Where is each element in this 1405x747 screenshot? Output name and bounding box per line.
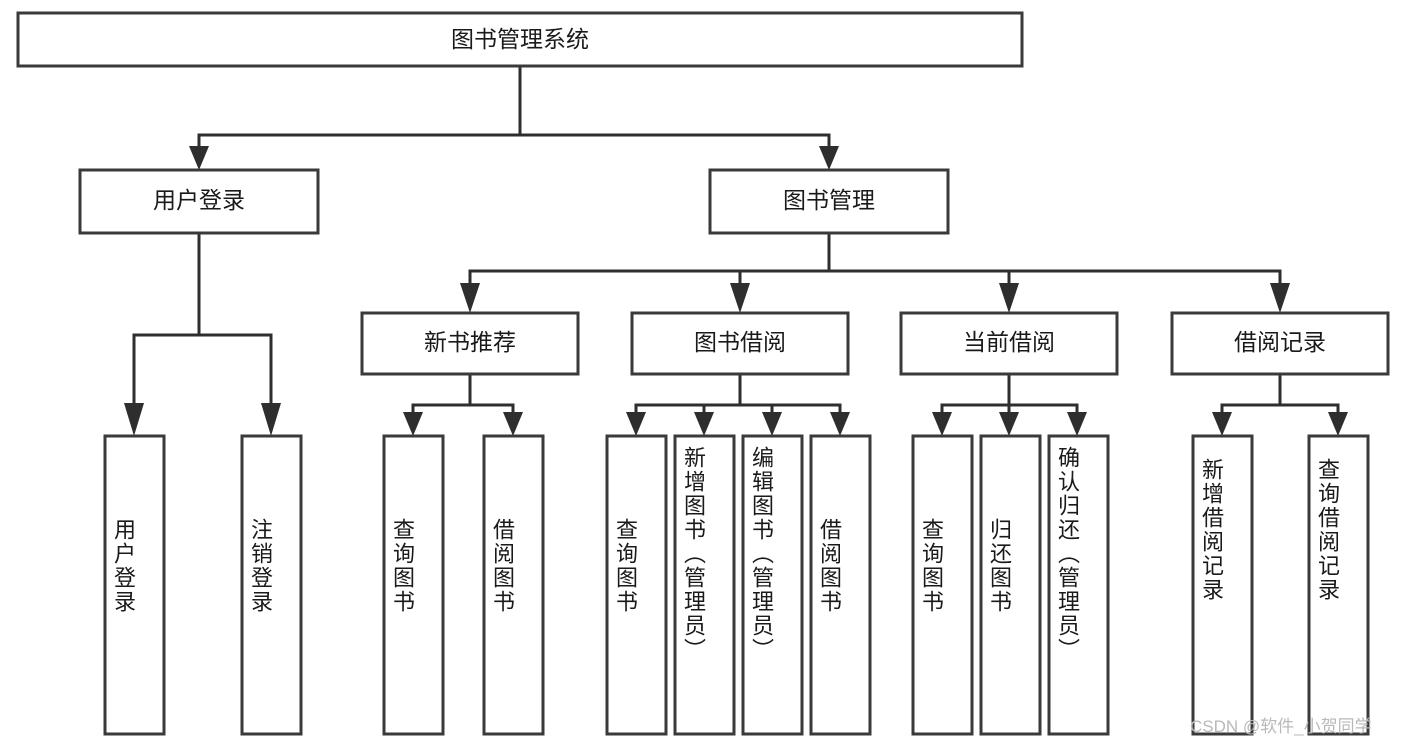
- arrow-to-new-book-recommend: [460, 283, 480, 313]
- arrow-to-borrow-record: [1270, 283, 1290, 313]
- node-box-new-book-recommend[interactable]: [360, 311, 580, 376]
- arrow-to-current-borrow: [999, 283, 1019, 313]
- node-label-book-management: 图书管理: [783, 187, 875, 213]
- node-box-leaf-query-book-1[interactable]: [382, 434, 445, 736]
- node-box-leaf-return-book[interactable]: [979, 434, 1042, 736]
- node-box-leaf-borrow-book-1[interactable]: [482, 434, 545, 736]
- node-box-leaf-edit-book[interactable]: [741, 434, 804, 736]
- arrow-to-leaf-confirm-return: [1067, 412, 1087, 436]
- arrow-to-leaf-logout-login: [261, 403, 281, 436]
- node-box-book-borrow[interactable]: [630, 311, 850, 376]
- arrow-to-leaf-borrow-book-2: [830, 412, 850, 436]
- node-box-leaf-query-book-2[interactable]: [605, 434, 668, 736]
- node-box-leaf-logout-login[interactable]: [240, 434, 303, 736]
- node-box-leaf-confirm-return[interactable]: [1047, 434, 1110, 736]
- csdn-watermark: CSDN @软件_小贺同学: [1190, 717, 1372, 736]
- arrow-to-book-borrow: [730, 283, 750, 313]
- node-box-leaf-query-record[interactable]: [1307, 434, 1370, 736]
- node-box-leaf-add-book[interactable]: [673, 434, 736, 736]
- arrow-to-leaf-query-book-2: [626, 412, 646, 436]
- arrow-to-user-login: [189, 146, 209, 170]
- arrow-to-leaf-return-book: [999, 412, 1019, 436]
- arrow-to-leaf-add-record: [1212, 412, 1232, 436]
- arrow-to-leaf-query-book-1: [403, 412, 423, 436]
- nodes-group: 图书管理系统 用户登录 图书管理 新书推荐 图书借阅 当前借阅 借阅记录: [16, 11, 1390, 736]
- node-box-book-management[interactable]: [708, 168, 950, 235]
- arrow-to-leaf-query-book-3: [932, 412, 952, 436]
- connectors-group: [124, 64, 1348, 436]
- node-box-user-login[interactable]: [78, 168, 320, 235]
- arrow-to-leaf-user-login: [124, 403, 144, 436]
- node-box-leaf-query-book-3[interactable]: [911, 434, 974, 736]
- node-box-leaf-user-login[interactable]: [103, 434, 166, 736]
- node-label-new-book-recommend: 新书推荐: [424, 329, 516, 355]
- node-label-book-borrow: 图书借阅: [694, 329, 786, 355]
- node-box-root[interactable]: [16, 11, 1024, 68]
- arrow-to-leaf-query-record: [1328, 412, 1348, 436]
- node-box-borrow-record[interactable]: [1170, 311, 1390, 376]
- node-label-root: 图书管理系统: [451, 26, 589, 52]
- node-box-leaf-add-record[interactable]: [1191, 434, 1254, 736]
- arrow-to-leaf-edit-book: [762, 412, 782, 436]
- node-label-borrow-record: 借阅记录: [1234, 329, 1326, 355]
- node-label-current-borrow: 当前借阅: [963, 329, 1055, 355]
- node-box-current-borrow[interactable]: [899, 311, 1119, 376]
- arrow-to-leaf-add-book: [694, 412, 714, 436]
- arrow-to-leaf-borrow-book-1: [503, 412, 523, 436]
- node-box-leaf-borrow-book-2[interactable]: [809, 434, 872, 736]
- node-label-user-login: 用户登录: [153, 187, 245, 213]
- arrow-to-book-management: [819, 146, 839, 170]
